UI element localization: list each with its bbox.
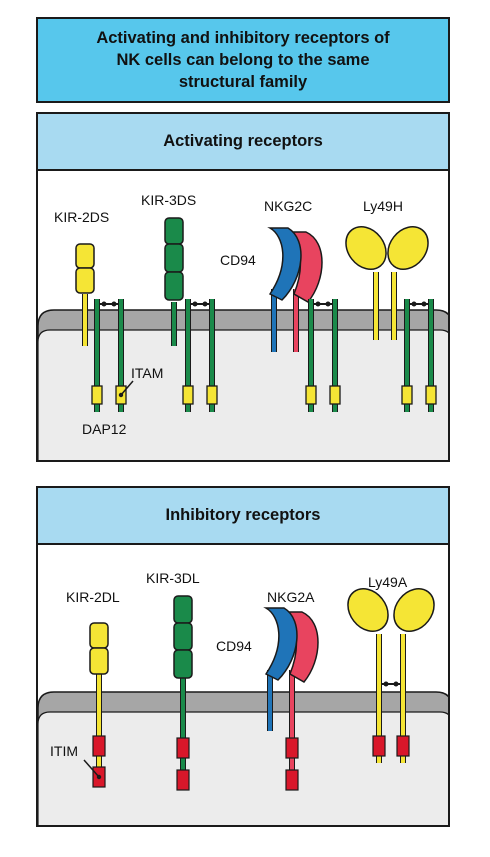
cytoplasm [38,329,448,460]
label-nkg2a: NKG2A [267,589,315,605]
dap12-dimer-2 [182,299,218,412]
inhibitory-panel: Inhibitory receptors [36,486,450,827]
title-box: Activating and inhibitory receptors of N… [36,17,450,103]
inhibitory-diagram: KIR-2DL KIR-3DL NKG2A Ly49A CD94 ITIM [38,570,448,825]
cytoplasm [38,711,448,825]
dap12-dimer-4 [401,299,437,412]
label-dap12: DAP12 [82,421,127,437]
label-kir2ds: KIR-2DS [54,209,109,225]
kir2dl-receptor [83,622,109,788]
kir3dl-receptor [173,595,193,791]
ly49a-receptor [347,588,435,763]
label-nkg2c: NKG2C [264,198,312,214]
label-cd94: CD94 [216,638,252,654]
diagram-title: Activating and inhibitory receptors of N… [96,29,390,91]
activating-diagram: KIR-2DS KIR-3DS NKG2C Ly49H CD94 ITAM DA… [38,192,448,460]
inhibitory-header: Inhibitory receptors [38,488,448,545]
dap12-dimer-1 [91,299,134,412]
label-itam: ITAM [131,365,163,381]
label-itim: ITIM [50,743,78,759]
activating-header: Activating receptors [38,114,448,171]
dap12-dimer-3 [305,299,341,412]
label-kir3dl: KIR-3DL [146,570,200,586]
activating-panel: Activating receptors [36,112,450,462]
label-ly49h: Ly49H [363,198,403,214]
ly49h-receptor [345,226,429,340]
label-kir2dl: KIR-2DL [66,589,120,605]
label-ly49a: Ly49A [368,574,408,590]
kir2ds-receptor [75,243,95,346]
label-cd94: CD94 [220,252,256,268]
label-kir3ds: KIR-3DS [141,192,196,208]
cd94-nkg2a-receptor [263,607,319,791]
kir3ds-receptor [164,217,184,346]
